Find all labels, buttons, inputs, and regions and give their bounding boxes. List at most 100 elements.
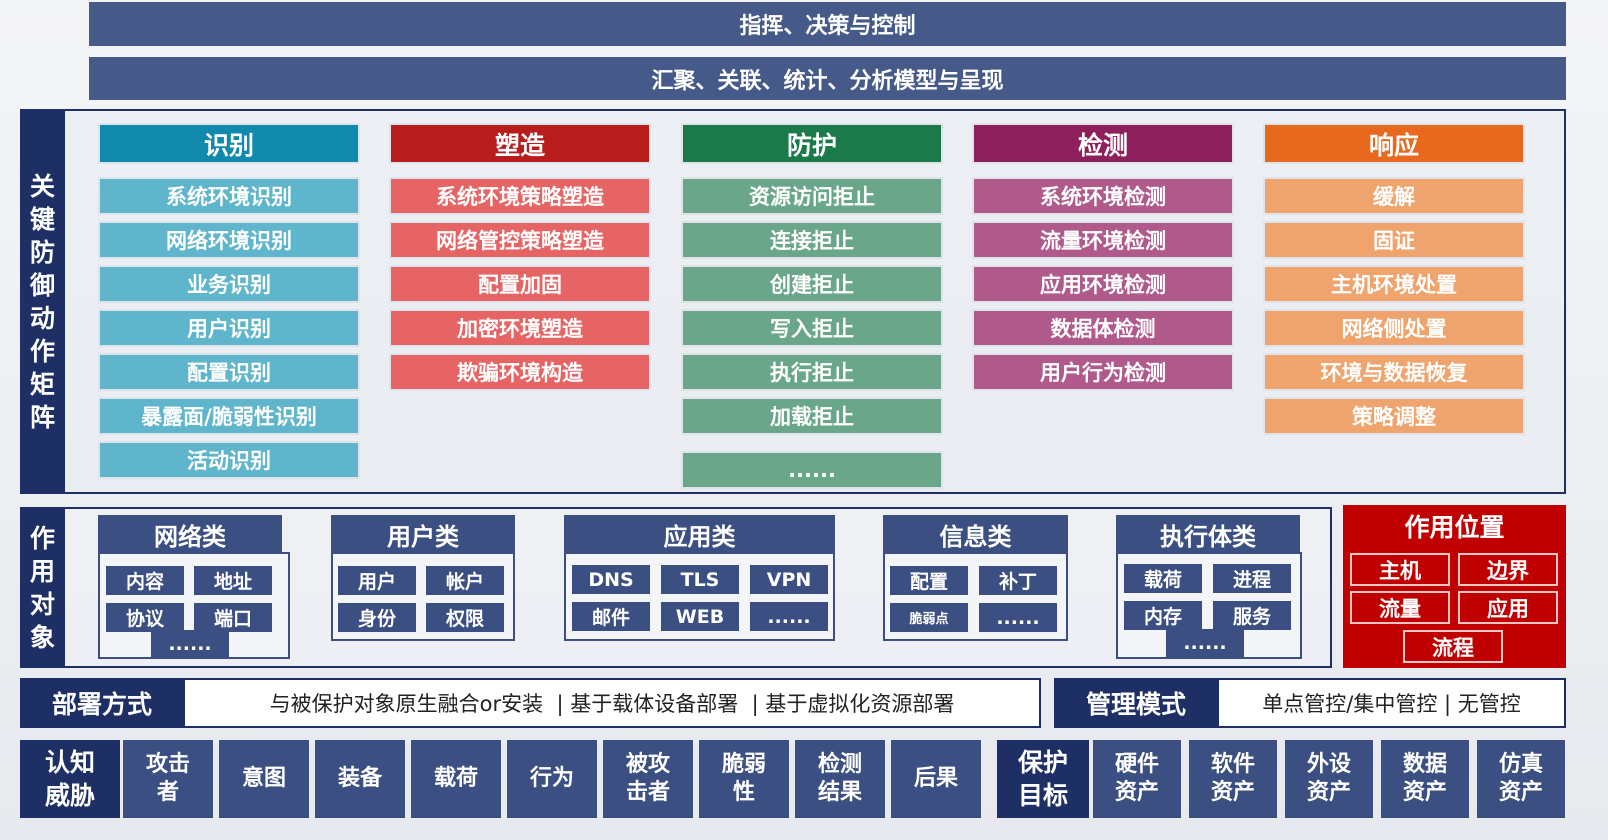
matrix-cell-respond: 缓解 <box>1263 177 1525 215</box>
position-border: 边界 <box>1458 553 1558 586</box>
chip-identity: 身份 <box>338 603 416 632</box>
matrix-cell-detect: 系统环境检测 <box>972 177 1234 215</box>
matrix-cell-detect: 应用环境检测 <box>972 265 1234 303</box>
chip-info-more: ...... <box>979 603 1057 632</box>
target-item: 硬件 资产 <box>1093 740 1181 818</box>
aggregation-analysis-bar: 汇聚、关联、统计、分析模型与呈现 <box>89 57 1566 100</box>
matrix-cell-protect: 连接拒止 <box>681 221 943 259</box>
chip-memory: 内存 <box>1124 601 1202 630</box>
matrix-cell-respond: 主机环境处置 <box>1263 265 1525 303</box>
chip-service: 服务 <box>1213 601 1291 630</box>
threat-item: 载荷 <box>411 740 501 818</box>
matrix-char: 作 <box>29 336 55 366</box>
threat-item: 攻击 者 <box>123 740 213 818</box>
position-application: 应用 <box>1458 591 1558 624</box>
chip-app-more: ...... <box>750 602 828 631</box>
chip-config: 配置 <box>890 566 968 595</box>
matrix-cell-respond: 网络侧处置 <box>1263 309 1525 347</box>
target-item: 仿真 资产 <box>1477 740 1565 818</box>
chip-payload: 载荷 <box>1124 564 1202 593</box>
matrix-cell-identify: 活动识别 <box>98 441 360 479</box>
column-header-detect: 检测 <box>972 123 1234 164</box>
chip-content: 内容 <box>106 566 184 595</box>
matrix-cell-shape: 加密环境塑造 <box>389 309 651 347</box>
deploy-text: 与被保护对象原生融合or安装 | 基于载体设备部署 | 基于虚拟化资源部署 <box>183 678 1041 728</box>
target-item: 数据 资产 <box>1381 740 1469 818</box>
matrix-char: 键 <box>29 204 55 234</box>
matrix-cell-identify: 网络环境识别 <box>98 221 360 259</box>
matrix-cell-protect: 加载拒止 <box>681 397 943 435</box>
objects-char: 用 <box>29 556 55 586</box>
objects-char: 对 <box>29 589 55 619</box>
threat-item: 检测 结果 <box>795 740 885 818</box>
column-header-respond: 响应 <box>1263 123 1525 164</box>
threat-item: 装备 <box>315 740 405 818</box>
matrix-cell-respond: 固证 <box>1263 221 1525 259</box>
chip-address: 地址 <box>194 566 272 595</box>
matrix-cell-protect: 写入拒止 <box>681 309 943 347</box>
matrix-cell-identify: 业务识别 <box>98 265 360 303</box>
threat-item: 后果 <box>891 740 981 818</box>
threat-item: 行为 <box>507 740 597 818</box>
objects-side-label: 作用对象 <box>20 507 65 668</box>
group-info-title: 信息类 <box>883 515 1068 554</box>
matrix-char: 动 <box>29 303 55 333</box>
matrix-cell-detect: 流量环境检测 <box>972 221 1234 259</box>
matrix-char: 防 <box>29 237 55 267</box>
target-item: 软件 资产 <box>1189 740 1277 818</box>
matrix-cell-respond: 环境与数据恢复 <box>1263 353 1525 391</box>
chip-web: WEB <box>661 602 739 631</box>
chip-process: 进程 <box>1213 564 1291 593</box>
matrix-char: 关 <box>29 171 55 201</box>
threat-item: 意图 <box>219 740 309 818</box>
matrix-char: 御 <box>29 270 55 300</box>
chip-vulnerability: 脆弱点 <box>890 603 968 632</box>
position-host: 主机 <box>1350 553 1450 586</box>
matrix-side-label: 关键防御动作矩阵 <box>20 109 65 494</box>
group-app-title: 应用类 <box>564 515 835 554</box>
chip-protocol: 协议 <box>106 603 184 632</box>
position-traffic: 流量 <box>1350 591 1450 624</box>
column-header-protect: 防护 <box>681 123 943 164</box>
group-network-title: 网络类 <box>98 515 282 554</box>
threat-item: 被攻 击者 <box>603 740 693 818</box>
matrix-char: 矩 <box>29 369 55 399</box>
group-exec-title: 执行体类 <box>1116 515 1300 554</box>
matrix-cell-identify: 配置识别 <box>98 353 360 391</box>
objects-char: 象 <box>29 622 55 652</box>
matrix-cell-shape: 配置加固 <box>389 265 651 303</box>
column-header-shape: 塑造 <box>389 123 651 164</box>
chip-permission: 权限 <box>426 603 504 632</box>
matrix-cell-shape: 系统环境策略塑造 <box>389 177 651 215</box>
position-title: 作用位置 <box>1404 513 1505 542</box>
position-process: 流程 <box>1403 630 1503 663</box>
group-user-title: 用户类 <box>331 515 515 554</box>
chip-exec-more: ...... <box>1166 629 1244 657</box>
matrix-cell-protect: 创建拒止 <box>681 265 943 303</box>
objects-char: 作 <box>29 523 55 553</box>
chip-network-more: ...... <box>151 630 229 657</box>
deploy-label: 部署方式 <box>20 678 184 728</box>
chip-mail: 邮件 <box>572 602 650 631</box>
matrix-cell-respond: 策略调整 <box>1263 397 1525 435</box>
matrix-cell-shape: 网络管控策略塑造 <box>389 221 651 259</box>
manage-text: 单点管控/集中管控 | 无管控 <box>1217 678 1566 728</box>
threat-item: 脆弱 性 <box>699 740 789 818</box>
matrix-cell-protect: ...... <box>681 451 943 489</box>
matrix-cell-shape: 欺骗环境构造 <box>389 353 651 391</box>
chip-account: 帐户 <box>426 566 504 595</box>
protect-target-label: 保护 目标 <box>997 740 1089 818</box>
manage-label: 管理模式 <box>1054 678 1218 728</box>
cognize-threat-label: 认知 威胁 <box>20 740 120 818</box>
command-decision-bar: 指挥、决策与控制 <box>89 2 1566 46</box>
matrix-cell-detect: 数据体检测 <box>972 309 1234 347</box>
matrix-cell-identify: 系统环境识别 <box>98 177 360 215</box>
column-header-identify: 识别 <box>98 123 360 164</box>
chip-vpn: VPN <box>750 565 828 594</box>
chip-patch: 补丁 <box>979 566 1057 595</box>
matrix-cell-identify: 用户识别 <box>98 309 360 347</box>
chip-port: 端口 <box>194 603 272 632</box>
matrix-cell-detect: 用户行为检测 <box>972 353 1234 391</box>
chip-tls: TLS <box>661 565 739 594</box>
matrix-cell-protect: 资源访问拒止 <box>681 177 943 215</box>
